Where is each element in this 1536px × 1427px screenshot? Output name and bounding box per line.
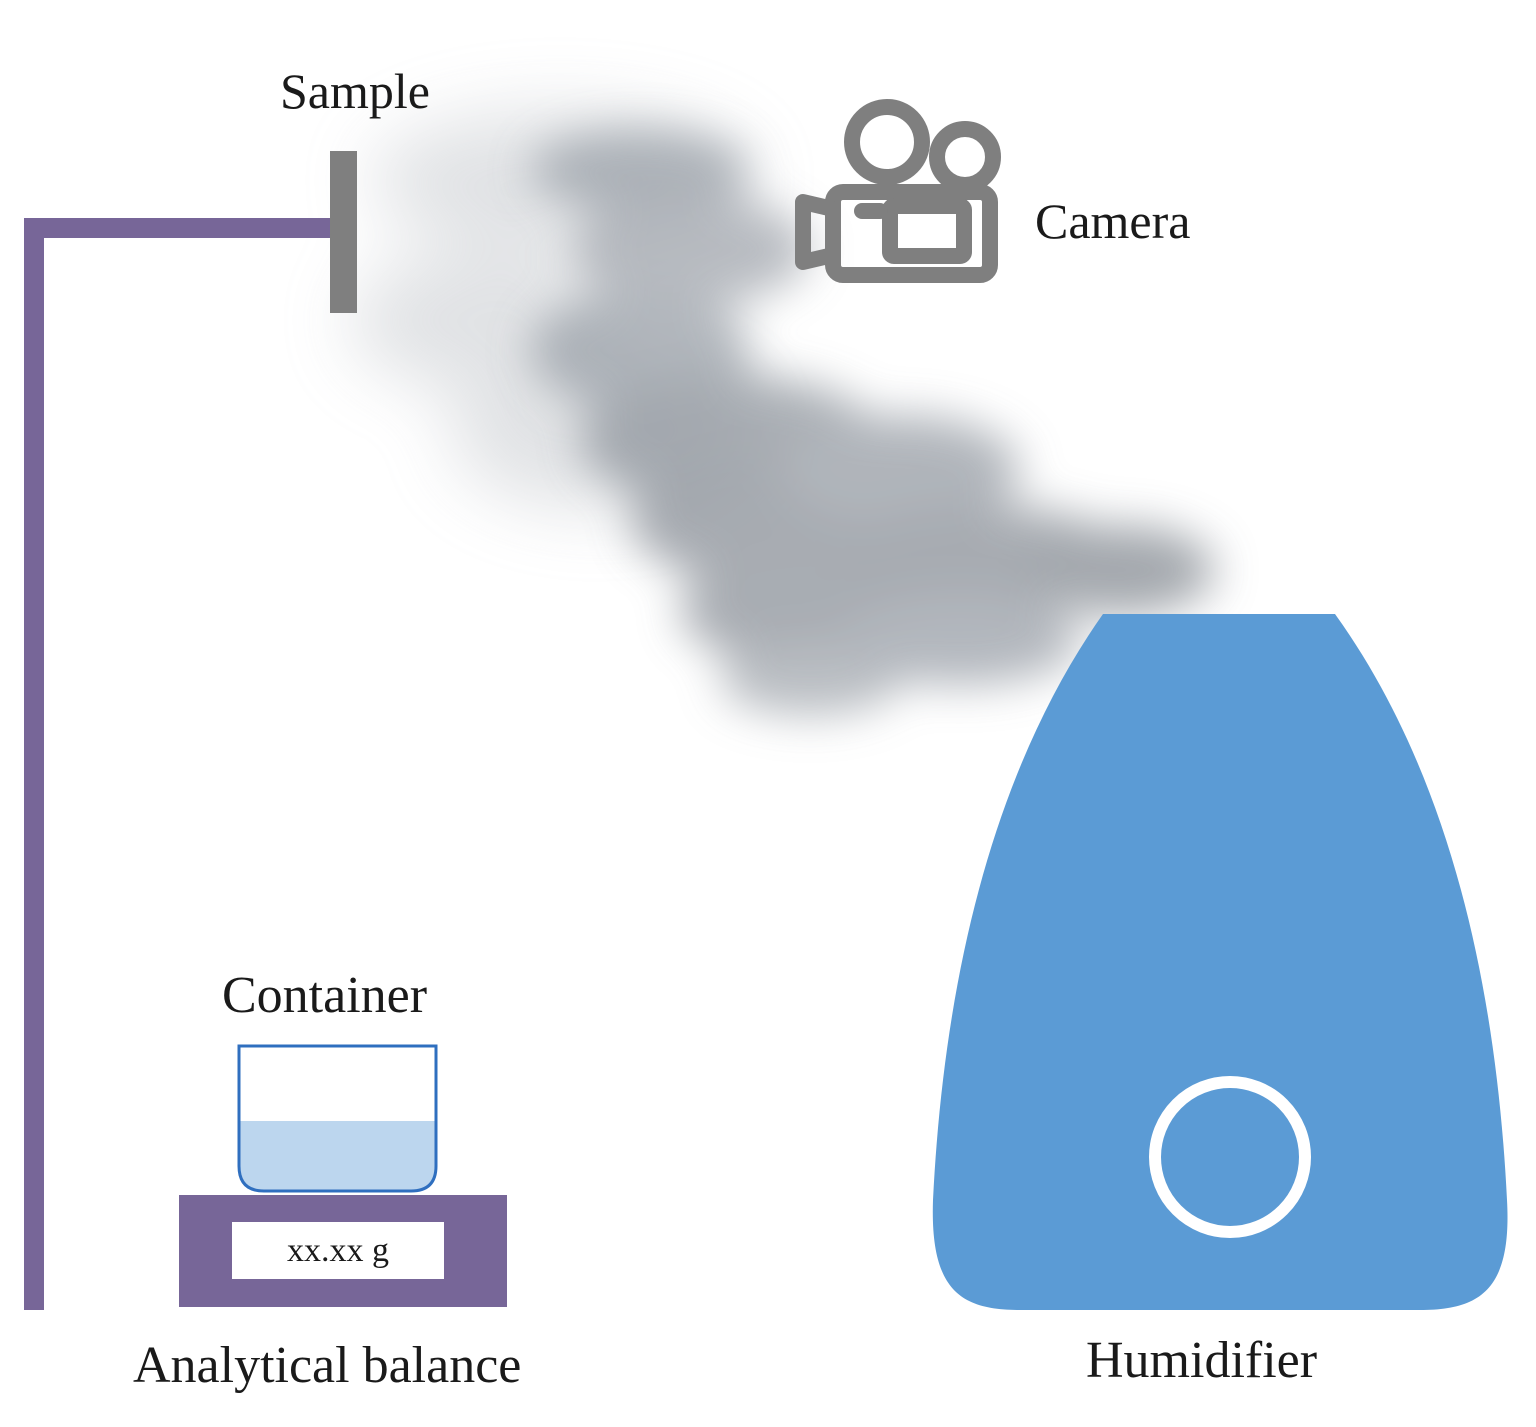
support-stand <box>24 218 332 1310</box>
balance-reading: xx.xx g <box>287 1232 389 1269</box>
analytical-balance-label: Analytical balance <box>133 1337 522 1394</box>
mist-plume <box>350 110 1215 715</box>
camera-label: Camera <box>1035 193 1191 249</box>
stand-arm <box>24 218 332 238</box>
container-outline <box>237 1044 438 1193</box>
container-label: Container <box>222 967 428 1024</box>
video-camera-icon <box>795 99 1001 283</box>
stand-pole <box>24 218 44 1310</box>
container-water <box>239 1121 436 1191</box>
balance-display <box>232 1222 444 1279</box>
analytical-balance <box>179 1195 507 1307</box>
sample-plate <box>330 151 357 313</box>
water-container <box>237 1044 438 1193</box>
sample-label: Sample <box>280 63 430 119</box>
humidifier-ring <box>1149 1076 1311 1238</box>
humidifier-body <box>932 614 1508 1310</box>
humidifier-label: Humidifier <box>1086 1332 1318 1389</box>
humidifier <box>932 614 1508 1310</box>
